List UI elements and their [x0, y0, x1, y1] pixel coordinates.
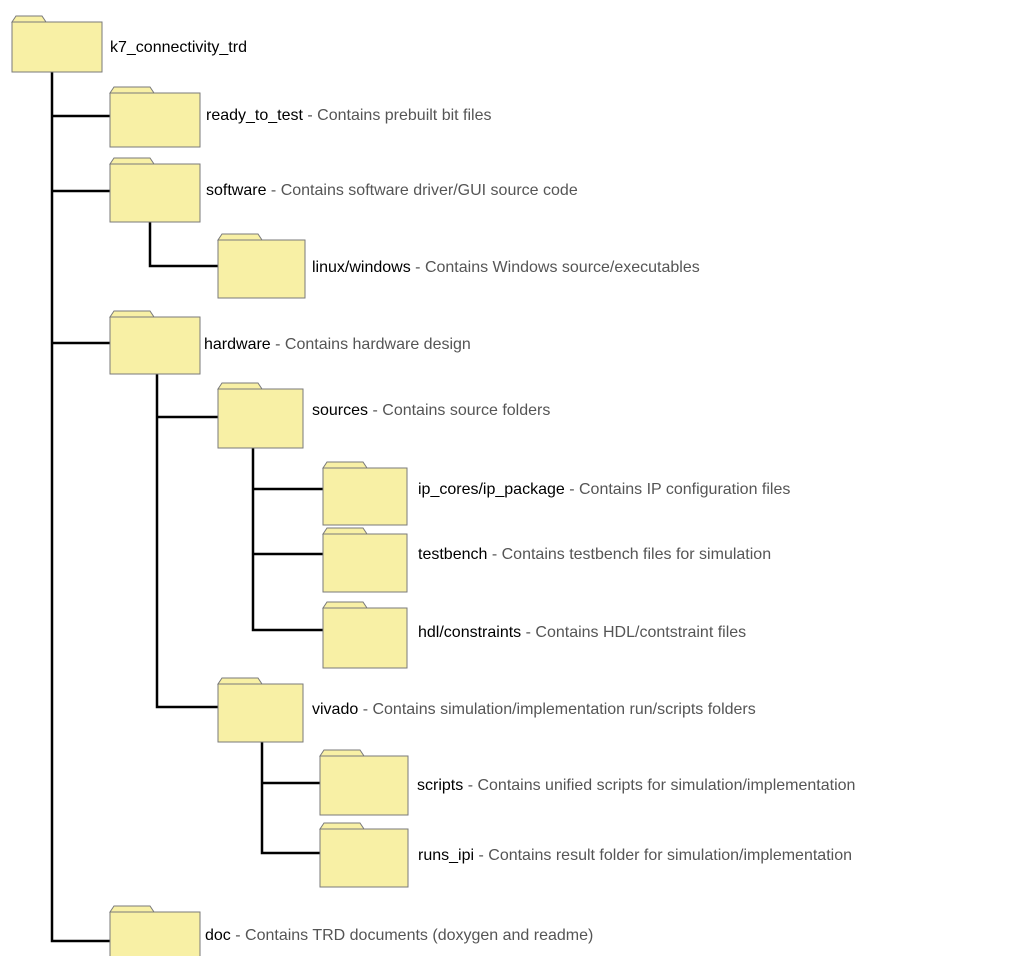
folder-description: - Contains hardware design: [275, 336, 471, 353]
folder-name: hardware: [204, 336, 271, 353]
folder-icon: [109, 86, 201, 148]
folder-icon: [109, 310, 201, 375]
folder-name: ready_to_test: [206, 107, 303, 124]
folder-name: runs_ipi: [418, 847, 475, 864]
folder-name: k7_connectivity_trd: [110, 39, 247, 56]
folder-label-ready-to-test: ready_to_test - Contains prebuilt bit fi…: [206, 106, 492, 126]
folder-icon: [322, 601, 408, 669]
folder-name: doc: [205, 927, 231, 944]
folder-label-root: k7_connectivity_trd: [110, 38, 247, 58]
folder-label-software: software - Contains software driver/GUI …: [206, 181, 578, 201]
hardware-trunk-line: [155, 374, 218, 709]
folder-description: - Contains testbench files for simulatio…: [491, 546, 772, 563]
folder-icon: [109, 905, 201, 956]
folder-description: - Contains prebuilt bit files: [307, 107, 492, 124]
folder-description: - Contains unified scripts for simulatio…: [467, 777, 856, 794]
folder-label-testbench: testbench - Contains testbench files for…: [418, 545, 771, 565]
folder-label-hdl-constraints: hdl/constraints - Contains HDL/contstrai…: [418, 623, 746, 643]
folder-label-ip-cores: ip_cores/ip_package - Contains IP config…: [418, 480, 790, 500]
folder-icon: [217, 677, 304, 743]
sources-trunk-line: [251, 448, 323, 632]
folder-description: - Contains Windows source/executables: [415, 259, 700, 276]
folder-name: vivado: [312, 701, 359, 718]
folder-icon: [319, 749, 409, 816]
folder-icon: [322, 461, 408, 526]
connector-lines: [50, 72, 323, 943]
folder-name: sources: [312, 402, 369, 419]
software-trunk-line: [148, 222, 218, 268]
folder-label-vivado: vivado - Contains simulation/implementat…: [312, 700, 756, 720]
folder-description: - Contains result folder for simulation/…: [478, 847, 852, 864]
folder-icon: [11, 15, 103, 73]
folder-label-scripts: scripts - Contains unified scripts for s…: [417, 776, 855, 796]
folder-name: ip_cores/ip_package: [418, 481, 565, 498]
folder-description: - Contains simulation/implementation run…: [362, 701, 756, 718]
vivado-trunk-line: [260, 738, 320, 855]
folder-icon: [319, 822, 409, 888]
folder-description: - Contains TRD documents (doxygen and re…: [235, 927, 594, 944]
folder-description: - Contains software driver/GUI source co…: [270, 182, 578, 199]
folder-label-runs-ipi: runs_ipi - Contains result folder for si…: [418, 846, 852, 866]
folder-name: scripts: [417, 777, 464, 794]
folder-icon: [217, 382, 304, 449]
folder-description: - Contains IP configuration files: [569, 481, 791, 498]
folder-name: testbench: [418, 546, 488, 563]
root-trunk-line: [50, 72, 110, 943]
folder-name: software: [206, 182, 267, 199]
folder-icon: [109, 157, 201, 223]
folder-name: hdl/constraints: [418, 624, 522, 641]
folder-description: - Contains HDL/contstraint files: [525, 624, 747, 641]
folder-description: - Contains source folders: [372, 402, 551, 419]
folder-label-doc: doc - Contains TRD documents (doxygen an…: [205, 926, 593, 946]
folder-label-hardware: hardware - Contains hardware design: [204, 335, 471, 355]
folder-label-linux-windows: linux/windows - Contains Windows source/…: [312, 258, 700, 278]
folder-icon: [217, 233, 306, 299]
folder-name: linux/windows: [312, 259, 411, 276]
folder-icon: [322, 527, 408, 593]
folder-label-sources: sources - Contains source folders: [312, 401, 550, 421]
